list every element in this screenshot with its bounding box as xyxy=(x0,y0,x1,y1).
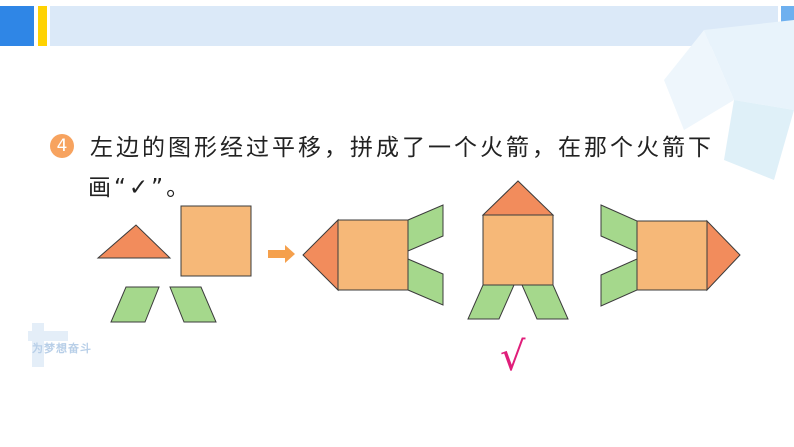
background-polygon-decoration xyxy=(664,20,794,180)
component-square xyxy=(180,205,252,277)
rocket1-fin-top xyxy=(407,204,444,252)
question-text-line1: 左边的图形经过平移，拼成了一个火箭，在那个火箭下 xyxy=(90,135,714,161)
rocket2-nose-triangle xyxy=(481,180,555,216)
header-band xyxy=(50,6,778,46)
answer-check-mark: √ xyxy=(500,334,526,380)
rocket3-body-square xyxy=(636,220,708,291)
component-parallelogram-right xyxy=(169,286,217,323)
rocket1-fin-bottom xyxy=(407,258,444,306)
header-blue-block xyxy=(0,6,34,46)
component-parallelogram-left xyxy=(110,286,160,323)
rocket2-fin-right xyxy=(521,284,569,320)
watermark-logo xyxy=(28,323,68,367)
rocket-option-left xyxy=(302,204,444,306)
question-number-badge: 4 xyxy=(50,134,74,158)
component-triangle xyxy=(96,224,172,259)
translate-arrow-icon xyxy=(268,245,295,263)
rocket2-body-square xyxy=(482,214,554,286)
watermark-text: 为梦想奋斗 xyxy=(32,342,92,355)
question-text-line2: 画“✓”。 xyxy=(88,175,193,201)
rocket-option-middle xyxy=(467,180,569,320)
rocket2-fin-left xyxy=(467,284,515,320)
rocket-option-right xyxy=(600,204,741,307)
rocket3-fin-bottom xyxy=(600,258,638,307)
rocket3-fin-top xyxy=(600,204,638,253)
rocket1-nose-triangle xyxy=(302,218,339,292)
rocket1-body-square xyxy=(337,219,409,291)
header-yellow-block xyxy=(38,6,47,46)
rocket3-nose-triangle xyxy=(706,219,741,292)
